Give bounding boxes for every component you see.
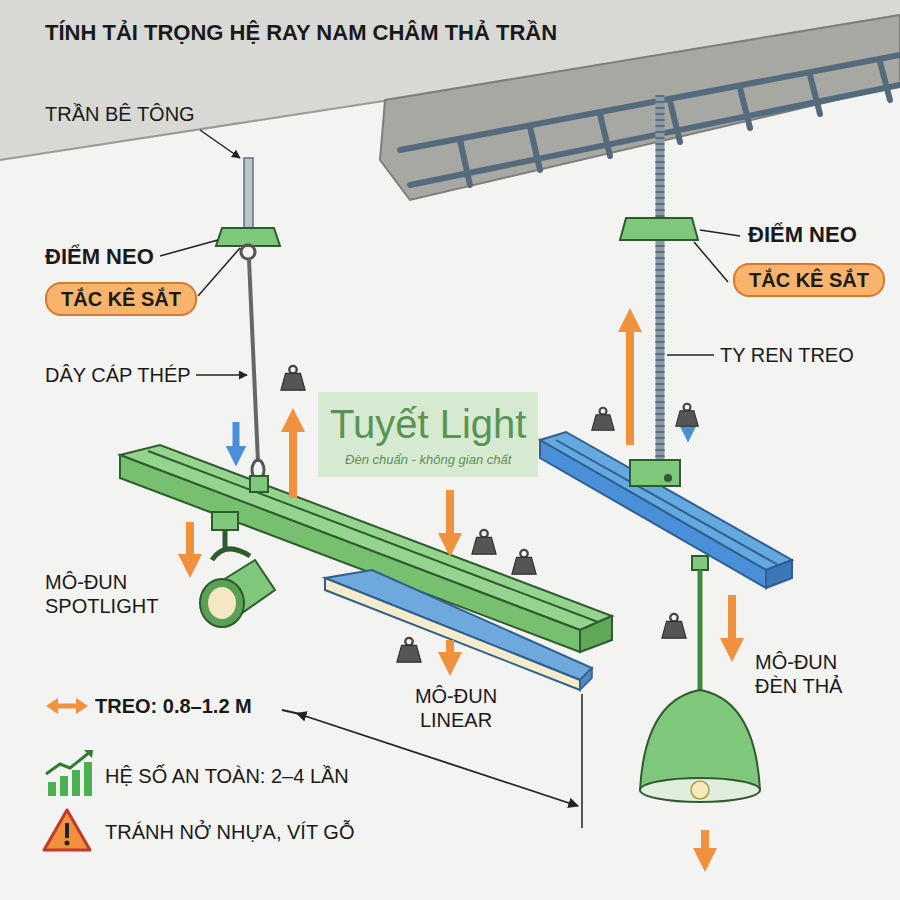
module-label: MÔ-ĐUN SPOTLIGHT [45, 570, 175, 618]
warning-note: TRÁNH NỞ NHỰA, VÍT GỖ [105, 820, 354, 844]
left-anchor [216, 158, 280, 259]
spotlight [200, 512, 275, 627]
cable-label: DÂY CÁP THÉP [45, 363, 191, 387]
linear-module [325, 570, 592, 690]
anchor-label: ĐIỂM NEO [45, 244, 154, 270]
ceiling-label: TRẦN BÊ TÔNG [45, 102, 195, 126]
node-title: TẮC KÊ SẮT [61, 287, 181, 311]
rod-label: TY REN TREO [720, 343, 854, 367]
node-title: TẮC KÊ SẮT [749, 268, 869, 292]
rebar [400, 55, 900, 185]
pendant-lamp [640, 556, 760, 802]
growth-icon [46, 750, 93, 796]
watermark-box: Tuyết LightĐèn chuẩn - không gian chất [318, 392, 538, 477]
double-arrow-icon [46, 698, 88, 714]
anchor-tag: TẮC KÊ SẮT [45, 282, 197, 316]
anchor-label: ĐIỂM NEO [748, 222, 857, 248]
dimension-label: TREO: 0.8–1.2 M [95, 694, 252, 718]
warning-icon [44, 810, 90, 850]
right-anchor-plate [620, 218, 698, 240]
module-label: MÔ-ĐUN LINEAR [398, 684, 514, 732]
diagram-title: TÍNH TẢI TRỌNG HỆ RAY NAM CHÂM THẢ TRẦN [45, 20, 557, 46]
weight-icons [281, 366, 698, 662]
steel-cable [249, 259, 258, 462]
anchor-tag: TẮC KÊ SẮT [733, 263, 885, 297]
node-subtitle: Đèn chuẩn - không gian chất [330, 452, 526, 467]
safety-note: HỆ SỐ AN TOÀN: 2–4 LẦN [105, 764, 349, 788]
module-label: MÔ-ĐUN ĐÈN THẢ [755, 650, 867, 698]
leader-lines [160, 130, 740, 375]
threaded-rod [656, 95, 665, 470]
node-title: Tuyết Light [330, 402, 526, 446]
blue-rail [540, 432, 792, 588]
